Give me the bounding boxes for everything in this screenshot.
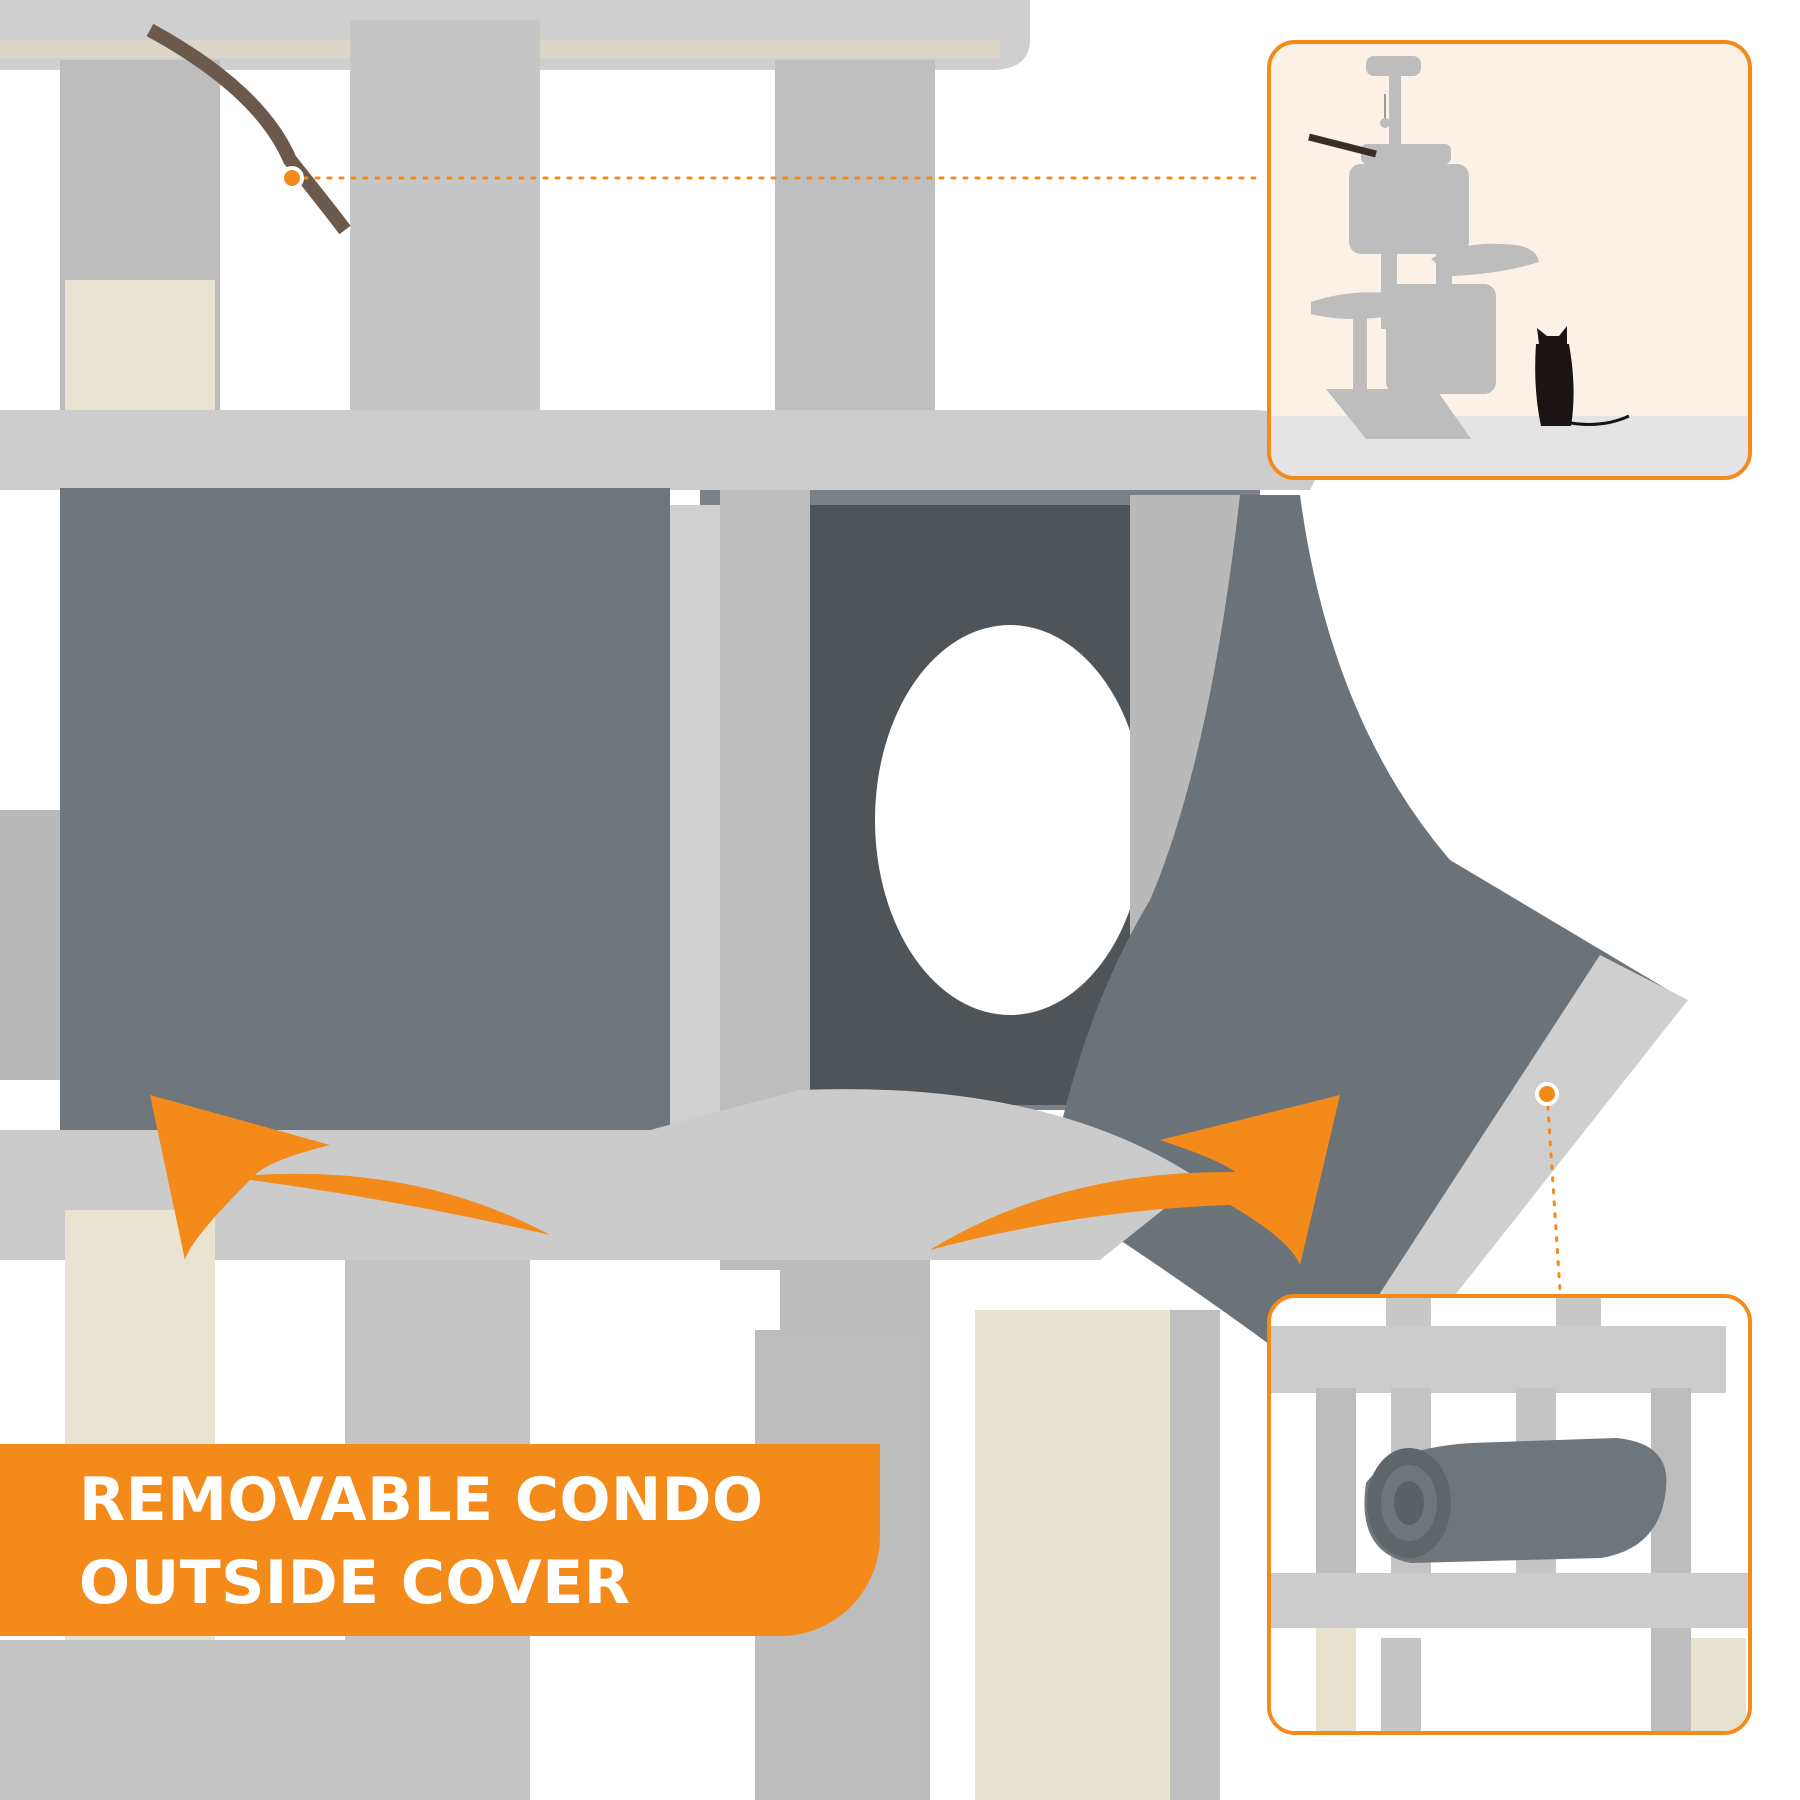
banner-title-line-1: REMOVABLE CONDO (79, 1465, 764, 1535)
middle-platform (0, 410, 1320, 490)
sisal-scratch-board (975, 1310, 1170, 1800)
right-curved-arrow (930, 1095, 1340, 1265)
banner-title-line-2: OUTSIDE COVER (79, 1548, 631, 1618)
condo-hole (875, 625, 1145, 1015)
cat-tree-silhouette-icon (1271, 56, 1748, 476)
inset-rolled-cover (1267, 1294, 1752, 1735)
condo-floor-platform (0, 1089, 1200, 1260)
rolled-cover-icon (1271, 1298, 1748, 1731)
callout-dot-bottom (1535, 1082, 1559, 1106)
feature-banner (0, 1444, 880, 1636)
right-upper-post (775, 60, 935, 440)
inset-full-tree (1267, 40, 1752, 480)
left-curved-arrow (150, 1095, 550, 1260)
toy-strap (146, 23, 351, 235)
callout-line-bottom (1545, 1092, 1562, 1292)
condo-left-cover (60, 488, 670, 1228)
callout-dot-top (280, 166, 304, 190)
center-upper-post (350, 20, 540, 440)
cat-icon (1535, 326, 1630, 426)
